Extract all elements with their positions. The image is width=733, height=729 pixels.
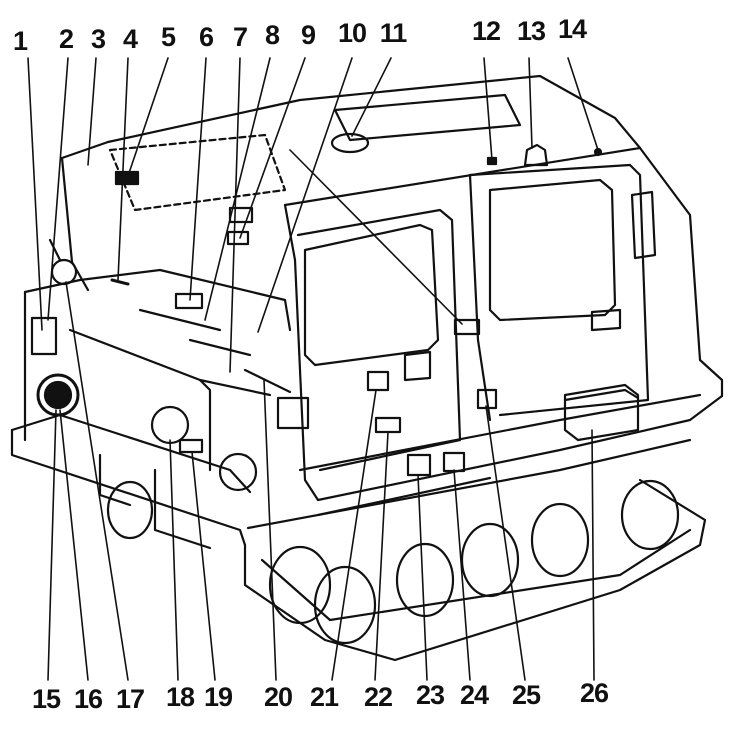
callout-24: 24 [459, 680, 489, 710]
callout-22: 22 [363, 682, 393, 712]
callout-25: 25 [511, 680, 541, 710]
callout-23: 23 [415, 680, 445, 710]
callout-15: 15 [31, 684, 61, 714]
callout-9: 9 [300, 20, 316, 50]
callout-3: 3 [90, 24, 106, 54]
callout-14: 14 [557, 14, 587, 44]
windows [296, 163, 657, 472]
callout-11: 11 [379, 18, 408, 48]
callout-1: 1 [12, 26, 28, 56]
tracks [106, 478, 707, 662]
callout-17: 17 [115, 684, 145, 714]
roof-hatches [108, 93, 522, 212]
components [30, 132, 640, 492]
callout-21: 21 [309, 682, 339, 712]
leader-lines [27, 57, 599, 681]
callout-5: 5 [160, 22, 176, 52]
callout-10: 10 [337, 18, 367, 48]
callout-26: 26 [579, 678, 609, 708]
callout-2: 2 [58, 24, 74, 54]
callout-18: 18 [165, 682, 195, 712]
callout-8: 8 [264, 20, 280, 50]
callout-13: 13 [516, 16, 546, 46]
callout-19: 19 [203, 682, 233, 712]
callout-7: 7 [232, 22, 248, 52]
callout-20: 20 [263, 682, 293, 712]
callout-16: 16 [73, 684, 103, 714]
callout-4: 4 [122, 24, 138, 54]
callout-6: 6 [198, 22, 214, 52]
callout-12: 12 [471, 16, 501, 46]
